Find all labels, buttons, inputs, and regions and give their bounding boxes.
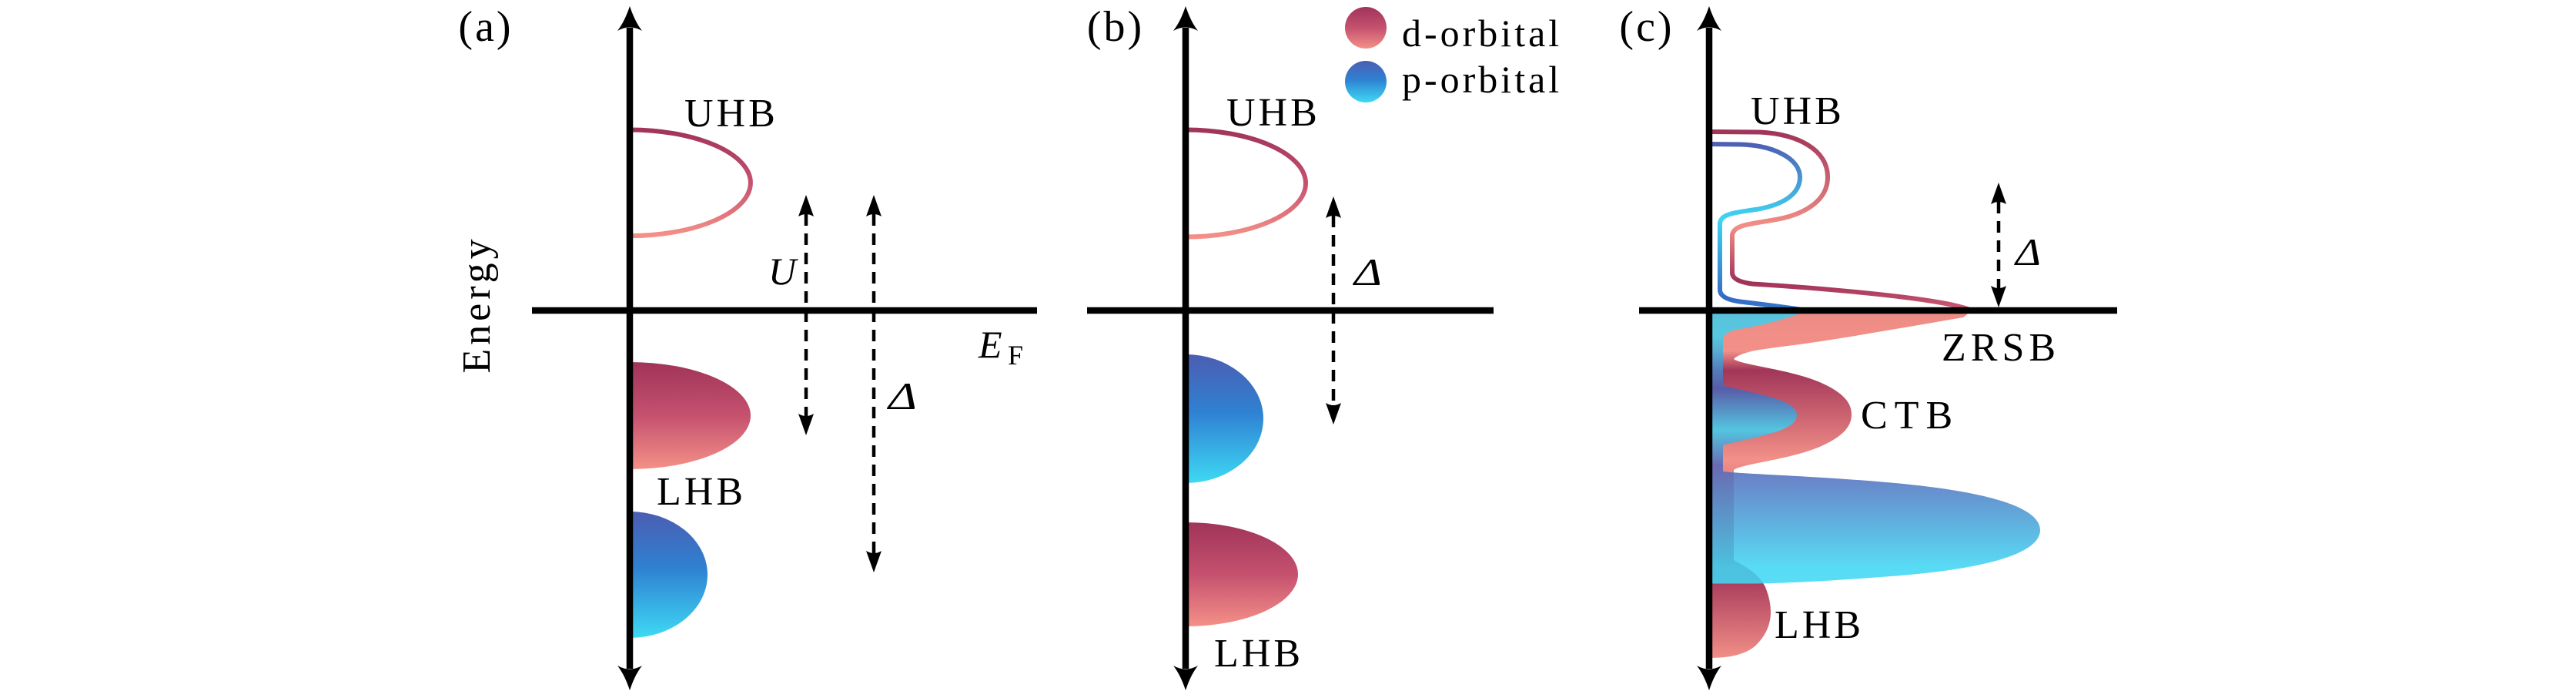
svg-text:Δ: Δ (886, 374, 917, 418)
svg-text:UHB: UHB (684, 92, 778, 136)
svg-text:F: F (1008, 340, 1023, 371)
svg-text:ZRSB: ZRSB (1942, 326, 2060, 370)
svg-text:d-orbital: d-orbital (1402, 12, 1562, 55)
svg-text:(b): (b) (1087, 3, 1144, 51)
svg-text:p-orbital: p-orbital (1402, 58, 1562, 101)
svg-text:Δ: Δ (1353, 250, 1382, 294)
svg-text:LHB: LHB (657, 470, 746, 514)
svg-text:UHB: UHB (1226, 91, 1320, 135)
svg-text:CTB: CTB (1861, 394, 1959, 438)
svg-text:(c): (c) (1619, 3, 1674, 51)
svg-text:Energy: Energy (455, 235, 499, 373)
svg-text:LHB: LHB (1214, 632, 1303, 676)
svg-text:(a): (a) (458, 3, 513, 51)
svg-text:UHB: UHB (1751, 89, 1845, 133)
svg-text:Δ: Δ (2014, 230, 2041, 273)
svg-text:LHB: LHB (1775, 603, 1864, 647)
svg-text:E: E (978, 323, 1002, 366)
svg-text:U: U (768, 250, 798, 293)
